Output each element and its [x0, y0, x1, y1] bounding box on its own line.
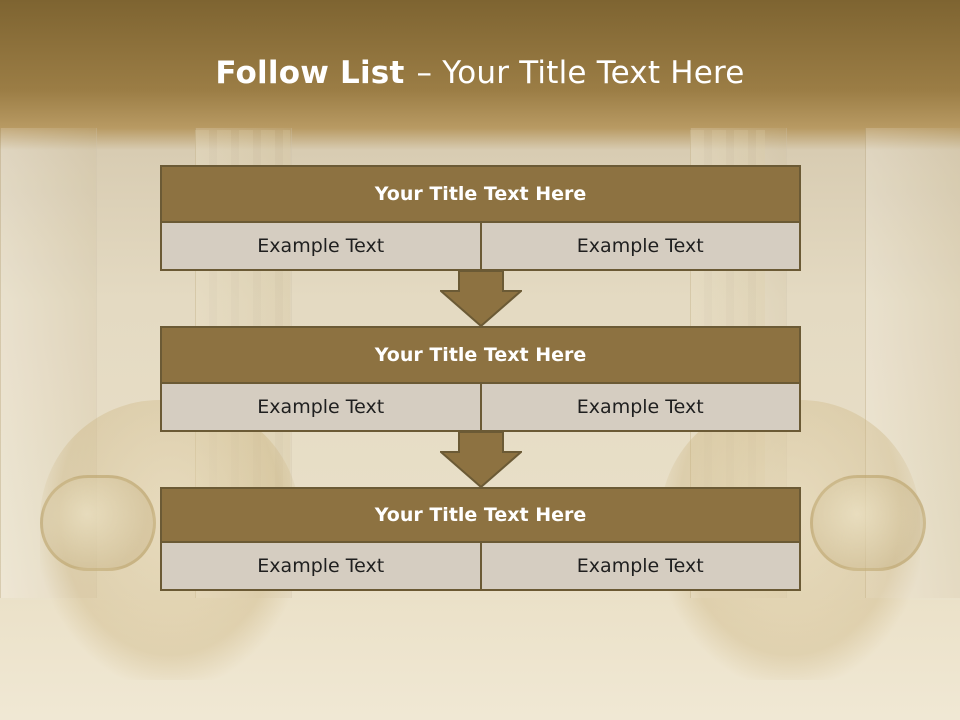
step-cell-right: Example Text: [481, 384, 801, 432]
down-arrow-icon: [440, 432, 522, 488]
down-arrow-icon: [440, 271, 522, 327]
step-row: Example Text Example Text: [160, 543, 801, 591]
slide-title: Follow List–Your Title Text Here: [0, 55, 960, 91]
chair-arm: [810, 475, 926, 571]
step-row: Example Text Example Text: [160, 223, 801, 271]
step-row: Example Text Example Text: [160, 384, 801, 432]
slide-title-dash: –: [416, 55, 433, 91]
step-cell-left: Example Text: [160, 543, 482, 591]
step-cell-left: Example Text: [160, 384, 482, 432]
step-title: Your Title Text Here: [160, 326, 801, 384]
step-cell-right: Example Text: [481, 543, 801, 591]
step-title: Your Title Text Here: [160, 487, 801, 543]
step-block-2: Your Title Text Here Example Text Exampl…: [160, 326, 801, 432]
step-cell-left: Example Text: [160, 223, 482, 271]
armchair-right: [660, 400, 926, 680]
step-title: Your Title Text Here: [160, 165, 801, 223]
slide-title-bold: Follow List: [215, 55, 405, 91]
step-block-1: Your Title Text Here Example Text Exampl…: [160, 165, 801, 271]
step-cell-right: Example Text: [481, 223, 801, 271]
slide-title-rest: Your Title Text Here: [442, 55, 745, 91]
chair-arm: [40, 475, 156, 571]
step-block-3: Your Title Text Here Example Text Exampl…: [160, 487, 801, 591]
